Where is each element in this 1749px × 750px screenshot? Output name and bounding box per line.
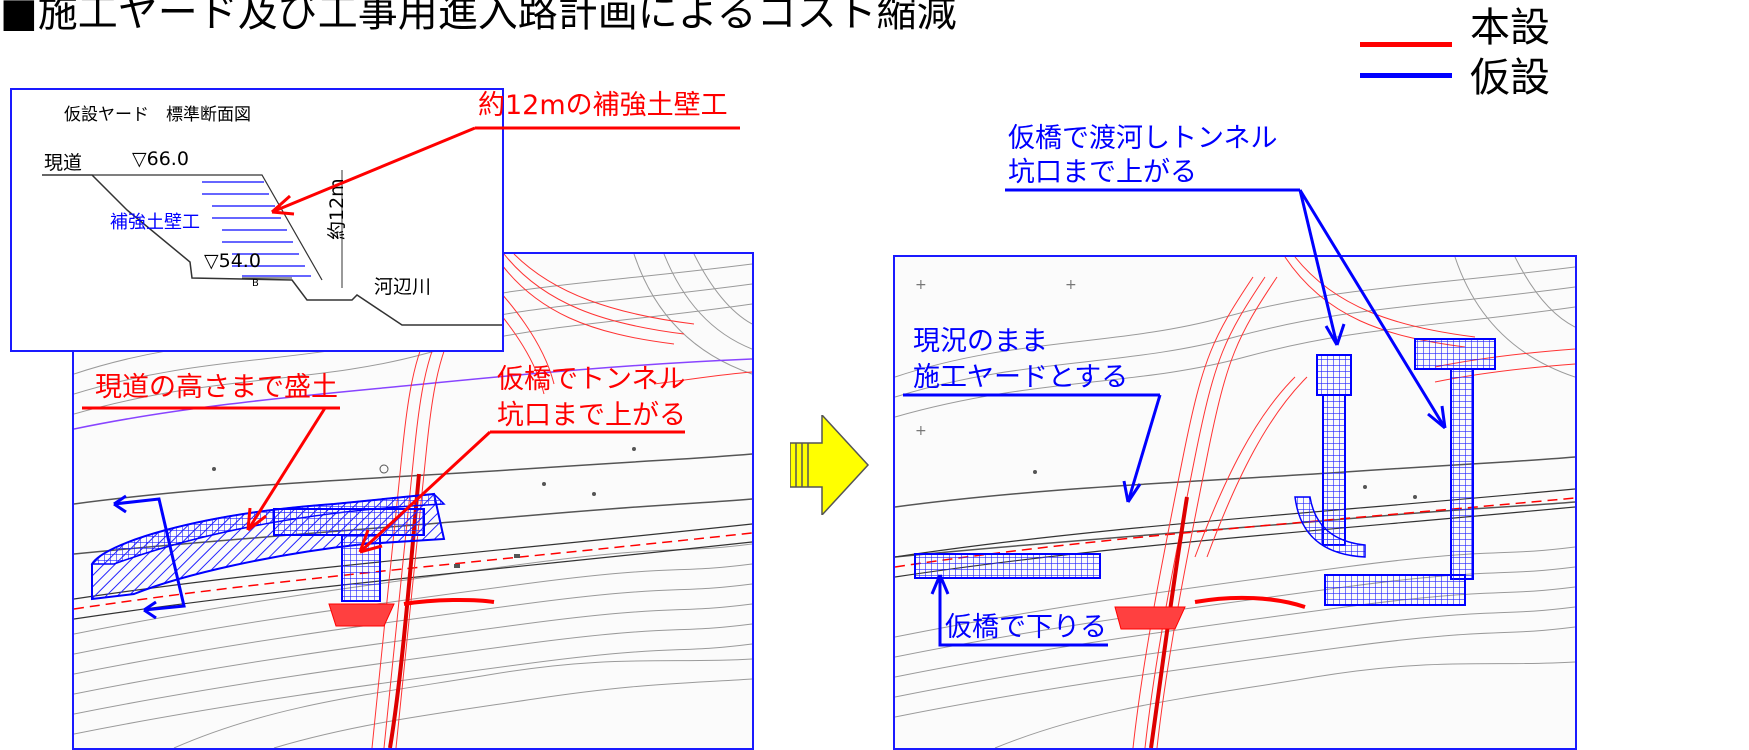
portal-red-block	[1114, 606, 1186, 630]
temporary-bridge-stem	[341, 534, 381, 602]
cross-section-inset: 仮設ヤード 標準断面図 現道 ▽66.0 補強土壁工 ▽54.0 B 約12m …	[10, 88, 504, 352]
legend-line-temporary	[1360, 73, 1452, 78]
existing-road	[74, 523, 752, 620]
svg-text:+: +	[1065, 277, 1077, 293]
callout-embankment: 現道の高さまで盛土	[95, 372, 338, 403]
fill-extent-arrow	[113, 494, 186, 620]
portal-red-stroke	[1194, 595, 1306, 609]
cross-section-linework	[42, 170, 502, 326]
temporary-bridge-downstream	[914, 553, 1101, 579]
elevation-bottom: ▽54.0	[204, 250, 261, 272]
legend-label-permanent: 本設	[1470, 5, 1550, 51]
transition-arrow	[790, 415, 870, 515]
temporary-bridge-right	[1450, 368, 1474, 580]
height-label: 約12m	[326, 178, 348, 240]
temporary-bridge-crossing	[1322, 394, 1346, 546]
reinforcement-strips	[202, 181, 311, 277]
temporary-bridge-lower	[1324, 574, 1466, 606]
portal-red-stroke	[403, 597, 495, 606]
portal-red-block	[328, 603, 395, 627]
bridge-head-right	[1414, 338, 1496, 370]
inset-title: 仮設ヤード 標準断面図	[64, 105, 251, 125]
callout-reinforced-wall: 約12mの補強土壁工	[478, 90, 728, 121]
river-label: 河辺川	[374, 276, 432, 298]
callout-bridge-down: 仮橋で下りる	[945, 612, 1107, 643]
map-symbols: + + +	[915, 277, 1417, 499]
callout-bridge-line2: 坑口まで上がる	[497, 400, 686, 431]
elevation-top: ▽66.0	[132, 148, 189, 170]
callout-river-crossing-line2: 坑口まで上がる	[1008, 157, 1197, 188]
callout-bridge-line1: 仮橋でトンネル	[497, 364, 686, 395]
bridge-ramp	[1294, 496, 1366, 558]
temporary-bridge-deck	[273, 508, 425, 536]
callout-yard-line2: 施工ヤードとする	[913, 362, 1129, 393]
callout-river-crossing-line1: 仮橋で渡河しトンネル	[1008, 123, 1278, 154]
road-centerline	[74, 532, 752, 610]
ground-profile	[42, 174, 502, 326]
wall-label: 補強土壁工	[110, 212, 200, 233]
legend-label-temporary: 仮設	[1470, 55, 1550, 101]
svg-text:+: +	[915, 423, 927, 439]
svg-text:+: +	[915, 277, 927, 293]
bridge-abutment-upper	[1316, 354, 1352, 396]
road-label: 現道	[44, 152, 83, 174]
callout-yard-line1: 現況のまま	[913, 326, 1048, 357]
permanent-alignment	[1132, 257, 1575, 748]
page-title: ■施工ヤード及び工事用進入路計画によるコスト縮減	[0, 0, 957, 36]
tunnel-portal-road	[1149, 496, 1189, 748]
wall-face	[92, 174, 323, 281]
marker-b: B	[252, 278, 259, 289]
legend-line-permanent	[1360, 42, 1452, 47]
